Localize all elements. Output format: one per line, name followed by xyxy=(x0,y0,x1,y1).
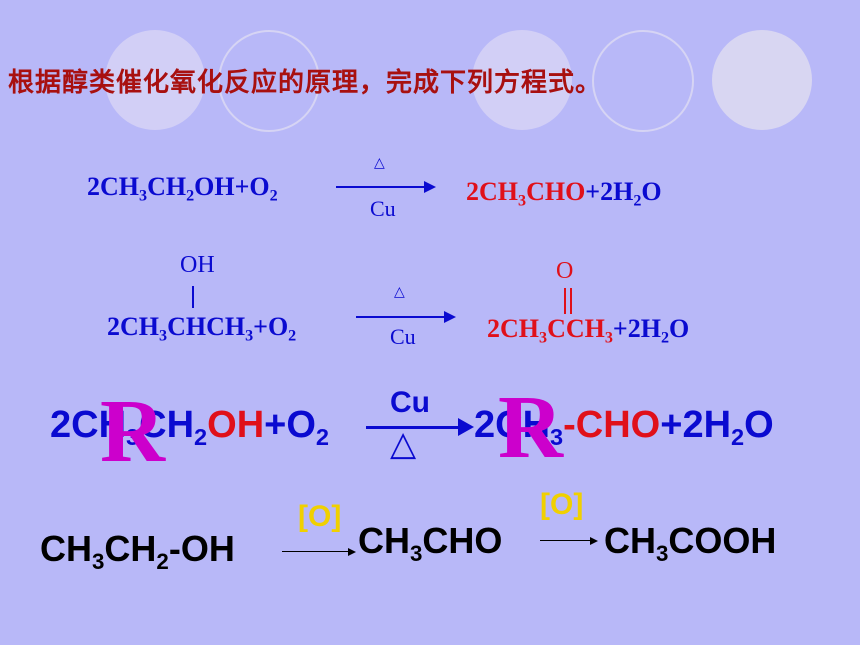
decor-circle xyxy=(712,30,812,130)
r-group-label: R xyxy=(498,378,563,477)
eq2-arrow xyxy=(356,316,444,318)
heat-icon: △ xyxy=(390,424,417,464)
eq3-reactants: 2CH3CH2OH+O2 xyxy=(50,404,329,451)
eq2-reactants: 2CH3CHCH3+O2 xyxy=(107,312,297,345)
acetic-acid-formula: CH3COOH xyxy=(604,520,777,566)
eq2-hydroxyl: OH xyxy=(180,252,215,278)
arrow-head-icon xyxy=(348,547,356,556)
eq4-arrow-2 xyxy=(540,540,594,541)
decor-circle xyxy=(592,30,694,132)
double-bond-line xyxy=(564,288,566,314)
heat-icon: △ xyxy=(394,284,405,300)
eq2-products: 2CH3CCH3+2H2O xyxy=(487,314,690,347)
r-group-label: R xyxy=(100,382,165,481)
oxidant-label: [O] xyxy=(540,488,584,521)
arrow-head-icon xyxy=(444,311,456,323)
bond-line xyxy=(192,286,194,308)
decor-circle xyxy=(472,30,572,130)
eq3-products: 2CH3-CHO+2H2O xyxy=(474,404,774,451)
eq3-arrow xyxy=(366,426,462,429)
decor-circle xyxy=(105,30,205,130)
eq1-catalyst: Cu xyxy=(370,196,396,221)
arrow-head-icon xyxy=(424,181,436,193)
eq1-reactants: 2CH3CH2OH+O2 xyxy=(87,172,278,205)
eq2-carbonyl-o: O xyxy=(556,258,574,284)
eq2-catalyst: Cu xyxy=(390,324,416,349)
eq4-arrow-1 xyxy=(282,551,352,552)
decor-circle xyxy=(218,30,320,132)
arrow-head-icon xyxy=(590,536,598,545)
arrow-head-icon xyxy=(458,418,474,436)
eq1-arrow xyxy=(336,186,424,188)
oxidant-label: [O] xyxy=(298,500,342,533)
eq3-catalyst: Cu xyxy=(390,386,430,419)
eq1-products: 2CH3CHO+2H2O xyxy=(466,177,662,210)
double-bond-line xyxy=(570,288,572,314)
slide-title: 根据醇类催化氧化反应的原理，完成下列方程式。 xyxy=(8,68,603,98)
heat-icon: △ xyxy=(374,155,385,171)
acetaldehyde-formula: CH3CHO xyxy=(358,520,503,566)
ethanol-formula: CH3CH2-OH xyxy=(40,528,235,574)
